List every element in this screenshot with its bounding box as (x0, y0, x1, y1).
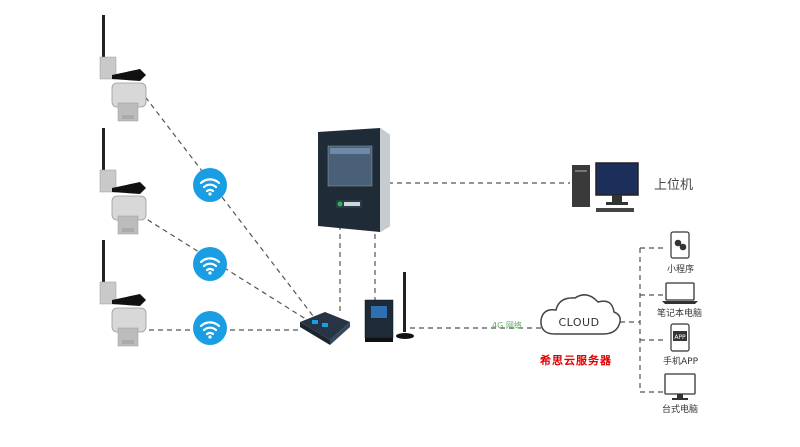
mini-program-icon (670, 231, 690, 259)
network-label: 4G 网络 (492, 321, 522, 330)
4g-dtu (364, 272, 414, 342)
wifi-icon (193, 311, 227, 345)
laptop-label: 笔记本电脑 (657, 309, 703, 319)
controller-cabinet (318, 128, 390, 232)
desktop-monitor-icon (664, 373, 696, 400)
host-pc-label: 上位机 (654, 178, 694, 193)
wifi-icon (193, 168, 227, 202)
laptop-icon (662, 282, 698, 304)
phone-icon: APP (670, 323, 690, 352)
line-sensor2-gateway (139, 214, 321, 329)
gas-sensor-1 (99, 15, 147, 122)
wifi-icon (193, 247, 227, 281)
mini-program-label: 小程序 (667, 265, 695, 275)
host-pc (572, 162, 639, 212)
lora-gateway (300, 312, 350, 345)
line-sensor1-gateway (139, 89, 321, 326)
app-badge: APP (674, 334, 686, 341)
cloud-label: CLOUD (558, 316, 599, 329)
gas-sensor-2 (99, 128, 147, 235)
desktop-label: 台式电脑 (662, 405, 699, 415)
phone-app-label: 手机APP (663, 357, 699, 367)
cloud-icon: CLOUD (540, 294, 621, 335)
server-label: 希思云服务器 (540, 354, 612, 367)
gas-sensor-3 (99, 240, 147, 347)
connection-lines (139, 89, 665, 393)
